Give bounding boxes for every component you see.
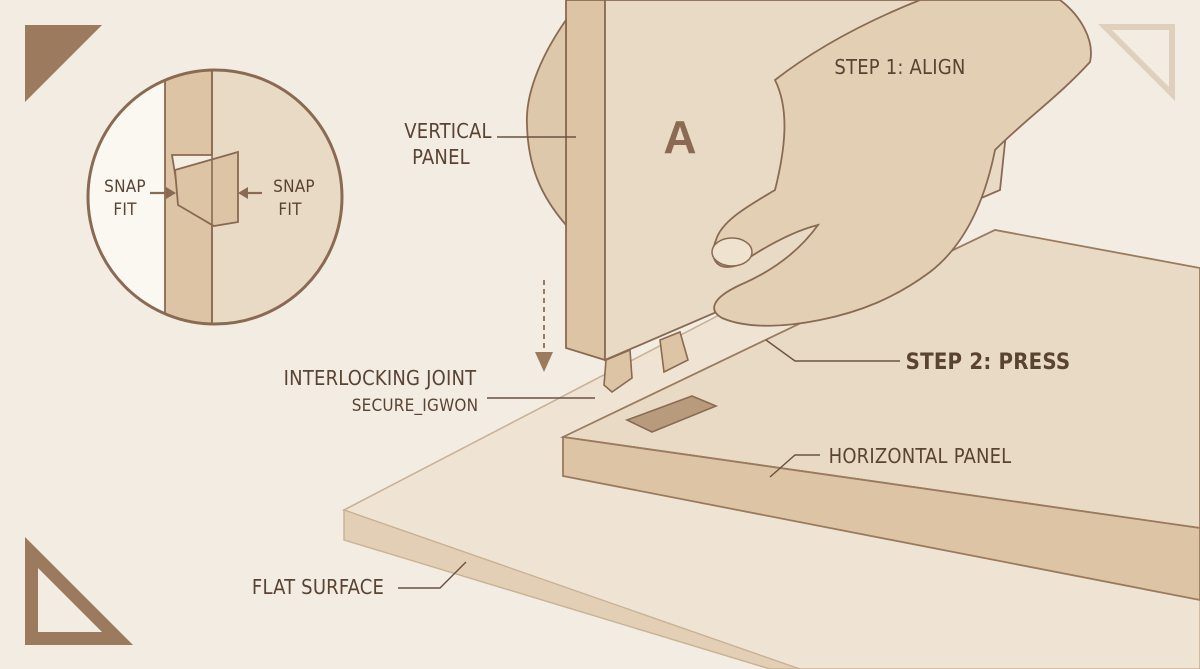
thumbnail <box>712 238 752 266</box>
flat-surface-label: FLAT SURFACE <box>252 575 384 599</box>
snap-fit-left-line2: FIT <box>113 200 137 220</box>
step2-label: STEP 2: PRESS <box>906 350 1071 375</box>
vertical-panel-label-line1: VERTICAL <box>404 119 492 143</box>
left-hand <box>527 20 566 225</box>
vertical-panel-label-line2: PANEL <box>412 145 470 169</box>
snap-fit-right-line2: FIT <box>278 200 302 220</box>
down-arrow-icon <box>535 280 553 372</box>
secure-label: SECURE_IGWON <box>352 396 479 416</box>
interlocking-joint-label: INTERLOCKING JOINT <box>284 366 477 390</box>
snap-fit-left-line1: SNAP <box>104 177 146 197</box>
panel-letter: A <box>663 111 696 163</box>
horizontal-panel-label: HORIZONTAL PANEL <box>829 444 1012 468</box>
snap-fit-right-line1: SNAP <box>273 177 315 197</box>
corner-triangle-top-left <box>25 25 102 102</box>
snap-fit-detail: SNAP FIT SNAP FIT <box>88 70 342 324</box>
corner-triangle-top-right <box>1098 24 1175 101</box>
step1-label: STEP 1: ALIGN <box>834 55 965 79</box>
corner-triangle-bottom-left <box>25 537 133 645</box>
